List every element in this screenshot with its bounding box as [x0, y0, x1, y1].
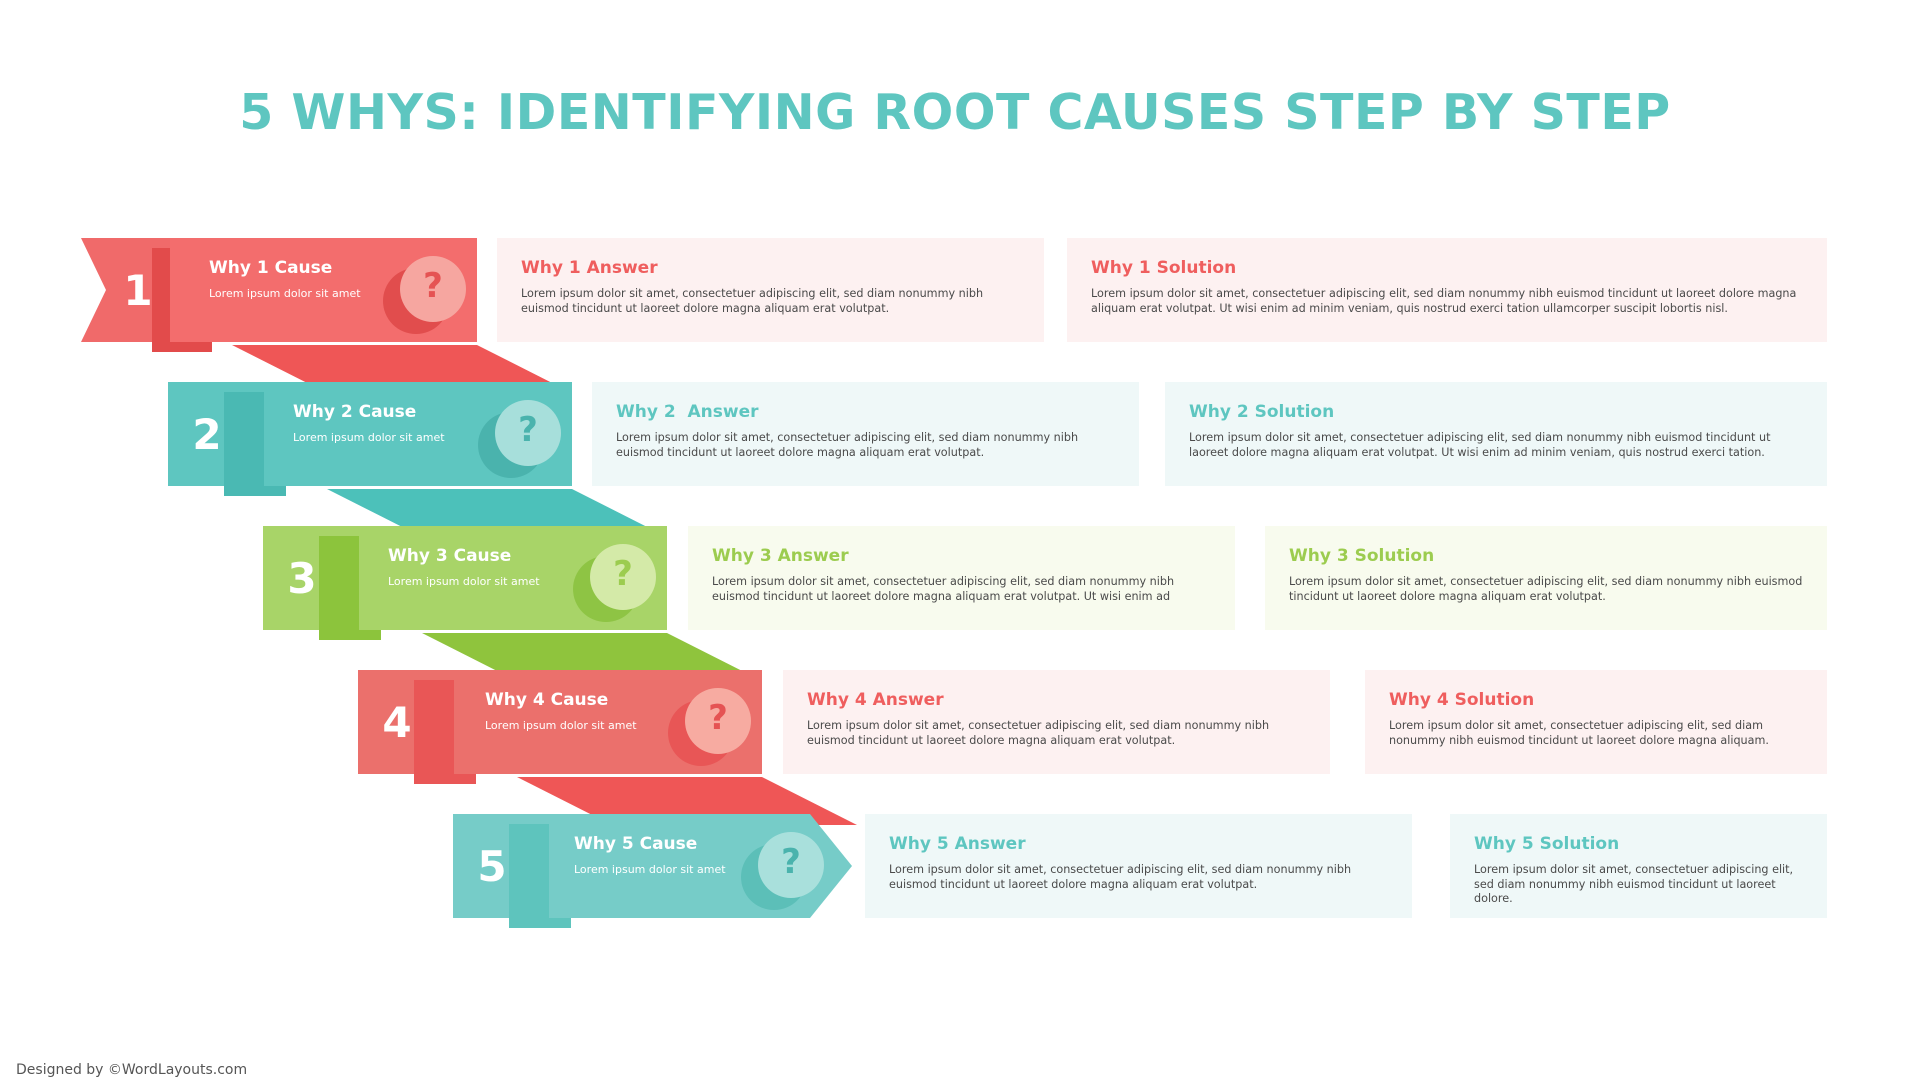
- icon-circle-1: [400, 256, 466, 322]
- cause-subtitle: Lorem ipsum dolor sit amet: [388, 575, 540, 588]
- connector-4-5: [517, 777, 857, 825]
- answer-title: Why 3 Answer: [712, 546, 849, 566]
- step-2-ribbon: [168, 382, 572, 496]
- solution-box: Why 1 Solution Lorem ipsum dolor sit ame…: [1067, 238, 1827, 342]
- solution-box: Why 4 Solution Lorem ipsum dolor sit ame…: [1365, 670, 1827, 774]
- solution-title: Why 4 Solution: [1389, 690, 1535, 710]
- cause-subtitle: Lorem ipsum dolor sit amet: [209, 287, 361, 300]
- icon-circle-5: [758, 832, 824, 898]
- answer-box: Why 1 Answer Lorem ipsum dolor sit amet,…: [497, 238, 1044, 342]
- solution-text: Lorem ipsum dolor sit amet, consectetuer…: [1289, 575, 1803, 603]
- icon-circle-3: [590, 544, 656, 610]
- answer-text: Lorem ipsum dolor sit amet, consectetuer…: [807, 719, 1270, 747]
- cause-subtitle: Lorem ipsum dolor sit amet: [293, 431, 445, 444]
- solution-title: Why 3 Solution: [1289, 546, 1435, 566]
- cause-title: Why 4 Cause: [485, 690, 609, 710]
- step-number: 2: [192, 410, 222, 459]
- answer-title: Why 1 Answer: [521, 258, 658, 278]
- step-5-ribbon: [453, 814, 852, 928]
- solution-text: Lorem ipsum dolor sit amet, consectetuer…: [1474, 863, 1794, 905]
- solution-text: Lorem ipsum dolor sit amet, consectetuer…: [1389, 719, 1769, 747]
- step-number: 5: [477, 842, 507, 891]
- question-mark-icon: ?: [708, 698, 728, 738]
- solution-box: Why 3 Solution Lorem ipsum dolor sit ame…: [1265, 526, 1827, 630]
- cause-subtitle: Lorem ipsum dolor sit amet: [485, 719, 637, 732]
- answer-title: Why 4 Answer: [807, 690, 944, 710]
- connector-3-4: [422, 633, 762, 681]
- cause-subtitle: Lorem ipsum dolor sit amet: [574, 863, 726, 876]
- cause-title: Why 5 Cause: [574, 834, 698, 854]
- cause-title: Why 3 Cause: [388, 546, 512, 566]
- solution-text: Lorem ipsum dolor sit amet, consectetuer…: [1189, 431, 1771, 459]
- solution-title: Why 5 Solution: [1474, 834, 1620, 854]
- icon-circle-2: [495, 400, 561, 466]
- step-number: 3: [287, 554, 317, 603]
- step-1-ribbon: [81, 238, 477, 352]
- question-mark-icon: ?: [423, 266, 443, 306]
- connector-2-3: [327, 489, 667, 537]
- solution-title: Why 2 Solution: [1189, 402, 1335, 422]
- page-title: 5 WHYS: IDENTIFYING ROOT CAUSES STEP BY …: [239, 84, 1671, 141]
- answer-box: Why 3 Answer Lorem ipsum dolor sit amet,…: [688, 526, 1235, 630]
- step-number: 1: [123, 266, 153, 315]
- solution-box: Why 2 Solution Lorem ipsum dolor sit ame…: [1165, 382, 1827, 486]
- solution-text: Lorem ipsum dolor sit amet, consectetuer…: [1091, 287, 1797, 315]
- answer-text: Lorem ipsum dolor sit amet, consectetuer…: [889, 863, 1352, 891]
- step-3-ribbon: [263, 526, 667, 640]
- cause-title: Why 2 Cause: [293, 402, 417, 422]
- solution-title: Why 1 Solution: [1091, 258, 1237, 278]
- icon-circle-4: [685, 688, 751, 754]
- question-mark-icon: ?: [613, 554, 633, 594]
- answer-text: Lorem ipsum dolor sit amet, consectetuer…: [712, 575, 1175, 603]
- cause-title: Why 1 Cause: [209, 258, 333, 278]
- step-number: 4: [382, 698, 412, 747]
- answer-text: Lorem ipsum dolor sit amet, consectetuer…: [521, 287, 984, 315]
- answer-box: Why 4 Answer Lorem ipsum dolor sit amet,…: [783, 670, 1330, 774]
- question-mark-icon: ?: [518, 410, 538, 450]
- solution-box: Why 5 Solution Lorem ipsum dolor sit ame…: [1450, 814, 1827, 918]
- answer-text: Lorem ipsum dolor sit amet, consectetuer…: [616, 431, 1079, 459]
- answer-box: Why 5 Answer Lorem ipsum dolor sit amet,…: [865, 814, 1412, 918]
- connector-1-2: [232, 345, 572, 393]
- question-mark-icon: ?: [781, 842, 801, 882]
- answer-title: Why 5 Answer: [889, 834, 1026, 854]
- ribbon-tail-1: [81, 238, 170, 342]
- answer-title: Why 2 Answer: [616, 402, 759, 422]
- designer-credit: Designed by ©WordLayouts.com: [16, 1062, 248, 1078]
- answer-box: Why 2 Answer Lorem ipsum dolor sit amet,…: [592, 382, 1139, 486]
- step-4-ribbon: [358, 670, 762, 784]
